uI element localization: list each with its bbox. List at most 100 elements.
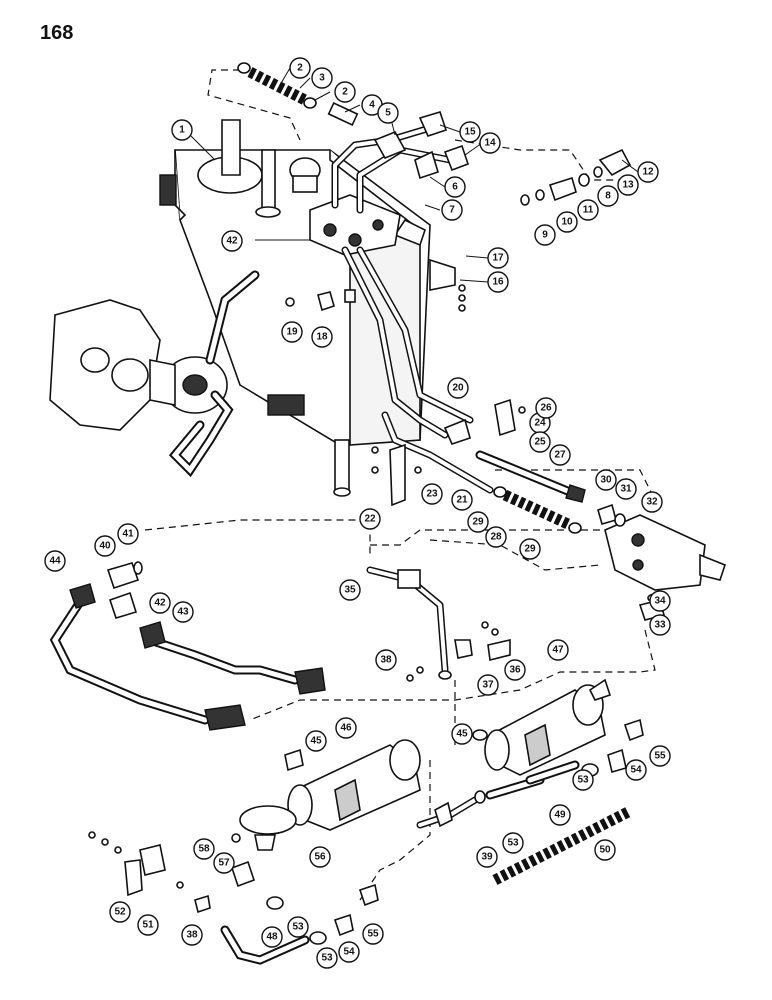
callout-1: 1 [171, 119, 193, 141]
callout-18: 18 [311, 326, 333, 348]
callout-10: 10 [556, 211, 578, 233]
callout-41: 41 [117, 523, 139, 545]
callout-35: 35 [339, 579, 361, 601]
hydraulic-cylinder-46 [287, 739, 421, 831]
callout-48: 48 [261, 926, 283, 948]
lower-left-hoses [49, 561, 326, 731]
svg-text:41: 41 [122, 529, 134, 540]
callout-37: 37 [477, 674, 499, 696]
svg-text:18: 18 [316, 332, 328, 343]
callout-44: 44 [44, 550, 66, 572]
svg-text:26: 26 [540, 403, 552, 414]
callout-38a: 38 [375, 649, 397, 671]
svg-text:37: 37 [482, 680, 494, 691]
brackets-and-clamps [285, 258, 526, 507]
svg-text:42: 42 [154, 598, 166, 609]
svg-text:8: 8 [605, 191, 611, 202]
svg-text:15: 15 [464, 127, 476, 138]
svg-text:53: 53 [507, 838, 519, 849]
svg-text:28: 28 [490, 532, 502, 543]
hydraulic-cylinder-47 [484, 678, 612, 776]
callout-15: 15 [459, 121, 481, 143]
svg-text:36: 36 [509, 665, 521, 676]
svg-text:22: 22 [364, 514, 376, 525]
svg-text:54: 54 [343, 947, 355, 958]
callout-27: 27 [549, 444, 571, 466]
svg-text:39: 39 [481, 852, 493, 863]
callout-53d: 53 [316, 947, 338, 969]
svg-text:54: 54 [630, 765, 642, 776]
callout-6: 6 [444, 176, 466, 198]
svg-text:43: 43 [177, 607, 189, 618]
svg-text:19: 19 [286, 327, 298, 338]
svg-text:51: 51 [142, 920, 154, 931]
svg-text:46: 46 [340, 723, 352, 734]
svg-text:56: 56 [314, 852, 326, 863]
callout-57: 57 [213, 852, 235, 874]
callout-49: 49 [549, 804, 571, 826]
dashed-routing-lines [144, 69, 656, 901]
svg-text:57: 57 [218, 858, 230, 869]
center-tube-assembly [366, 566, 486, 829]
callout-13: 13 [617, 174, 639, 196]
callout-55a: 55 [649, 745, 671, 767]
svg-text:58: 58 [198, 844, 210, 855]
svg-text:42: 42 [226, 236, 238, 247]
callout-28: 28 [485, 526, 507, 548]
callout-20: 20 [447, 377, 469, 399]
callout-51: 51 [137, 914, 159, 936]
pressure-tubes [341, 246, 494, 494]
svg-text:34: 34 [654, 596, 666, 607]
svg-text:53: 53 [321, 953, 333, 964]
svg-text:55: 55 [367, 929, 379, 940]
callout-45a: 45 [305, 730, 327, 752]
svg-text:21: 21 [456, 495, 468, 506]
callout-39: 39 [476, 846, 498, 868]
callout-26: 26 [535, 397, 557, 419]
callout-17: 17 [487, 247, 509, 269]
callout-55b: 55 [362, 923, 384, 945]
middle-hoses [475, 450, 586, 534]
callout-47: 47 [547, 639, 569, 661]
mid-bracket-hardware [406, 621, 511, 682]
svg-text:40: 40 [99, 541, 111, 552]
callout-40: 40 [94, 535, 116, 557]
leader-lines [189, 67, 639, 283]
callout-2a: 2 [289, 57, 311, 79]
svg-text:31: 31 [620, 484, 632, 495]
callout-8: 8 [597, 185, 619, 207]
callout-30: 30 [595, 469, 617, 491]
svg-text:17: 17 [492, 253, 504, 264]
callout-38b: 38 [181, 924, 203, 946]
callout-43: 43 [172, 601, 194, 623]
callout-5: 5 [377, 102, 399, 124]
callout-11: 11 [577, 199, 599, 221]
svg-text:27: 27 [554, 450, 566, 461]
callout-16: 16 [487, 271, 509, 293]
svg-text:4: 4 [369, 100, 375, 111]
callout-34: 34 [649, 590, 671, 612]
svg-text:3: 3 [319, 73, 325, 84]
svg-text:53: 53 [292, 922, 304, 933]
callout-32: 32 [641, 491, 663, 513]
lower-clamp-hardware [88, 805, 297, 914]
callout-21: 21 [451, 489, 473, 511]
callout-23: 23 [421, 483, 443, 505]
svg-text:50: 50 [599, 845, 611, 856]
svg-text:23: 23 [426, 489, 438, 500]
svg-text:9: 9 [542, 230, 548, 241]
small-fittings [266, 718, 644, 945]
svg-text:12: 12 [642, 167, 654, 178]
control-valve-block [309, 194, 401, 256]
svg-text:45: 45 [456, 729, 468, 740]
svg-text:2: 2 [342, 87, 348, 98]
callout-3: 3 [311, 67, 333, 89]
svg-text:33: 33 [654, 620, 666, 631]
svg-text:38: 38 [380, 655, 392, 666]
svg-text:1: 1 [179, 125, 185, 136]
top-steel-tubes [331, 111, 470, 214]
callout-42a: 42 [221, 230, 243, 252]
callout-52: 52 [109, 901, 131, 923]
callout-54a: 54 [625, 759, 647, 781]
callout-36: 36 [504, 659, 526, 681]
